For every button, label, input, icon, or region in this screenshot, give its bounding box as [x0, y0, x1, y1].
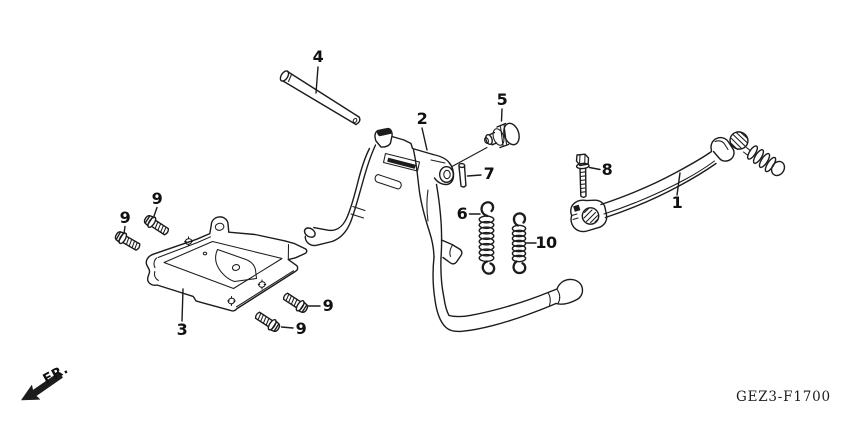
- leader-lines: [123, 66, 681, 329]
- stand-pivot-shaft: [279, 70, 361, 126]
- main-stand: [303, 127, 584, 333]
- plate-bolt-top: [141, 212, 172, 238]
- fr-label: FR.: [40, 361, 71, 387]
- main-stand-plate: [145, 216, 308, 312]
- pin: [458, 162, 467, 188]
- front-direction-marker: FR.: [21, 361, 71, 401]
- main-stand-spring: [478, 201, 496, 275]
- diagram-code: GEZ3-F1700: [736, 389, 831, 405]
- kick-starter-pedal: [570, 131, 786, 233]
- plate-bolt-right: [280, 290, 311, 316]
- fr-arrow-icon: [21, 372, 63, 401]
- pedal-flange-bolt: [575, 153, 590, 198]
- plate-bolt-left: [112, 228, 143, 254]
- side-spring: [511, 212, 527, 275]
- stopper-rubber: [451, 122, 520, 168]
- plate-bolt-bottom: [252, 309, 283, 335]
